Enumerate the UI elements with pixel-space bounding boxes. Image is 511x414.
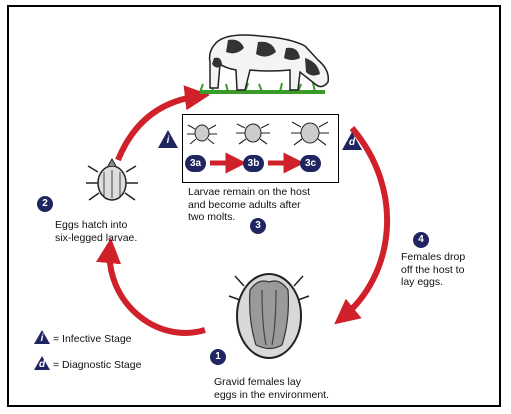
infective-stage-badge: [158, 130, 178, 148]
step-2-text: Eggs hatch into six-legged larvae.: [55, 219, 137, 244]
step-3-text: Larvae remain on the host and become adu…: [188, 186, 310, 224]
step-1-text: Gravid females lay eggs in the environme…: [214, 376, 329, 401]
arrow-environment-to-larvae: [96, 237, 206, 336]
step-4-text: Females drop off the host to lay eggs.: [401, 251, 465, 289]
gravid-female-tick-illustration: [228, 273, 310, 359]
step-3-number: 3: [250, 218, 266, 234]
legend-infective-triangle: [34, 330, 50, 344]
step-2-line-1: Eggs hatch into: [55, 219, 128, 231]
infective-badge-letter: i: [166, 135, 170, 146]
arrow-host-to-environment: [334, 126, 391, 325]
step-4-line-1: Females drop: [401, 251, 466, 263]
legend-diagnostic-triangle: [34, 356, 50, 370]
legend-infective-text: = Infective Stage: [53, 333, 132, 345]
stage-3b-label: 3b: [243, 155, 264, 172]
step-1-line-1: Gravid females lay: [214, 376, 301, 388]
step-3-line-3: two molts.: [188, 211, 236, 223]
diagnostic-badge-letter: d: [348, 137, 356, 148]
legend-diagnostic-letter: d: [38, 359, 46, 370]
host-stage-box: [182, 114, 339, 183]
step-4-number: 4: [413, 232, 429, 248]
step-3-line-2: and become adults after: [188, 198, 301, 211]
cow-host-illustration: [199, 34, 330, 94]
stage-3a-label: 3a: [185, 155, 206, 172]
step-2-number: 2: [37, 196, 53, 212]
tick-stage-3b: [236, 123, 270, 145]
arrow-larvae-to-host: [115, 85, 211, 162]
step-1-line-2: eggs in the environment.: [214, 388, 329, 401]
diagnostic-stage-badge: [342, 132, 362, 150]
step-3-line-1: Larvae remain on the host: [188, 186, 310, 198]
step-4-line-2: off the host to: [401, 263, 465, 276]
larva-tick-illustration: [86, 157, 138, 201]
stage-3c-label: 3c: [300, 155, 321, 172]
legend-infective-letter: i: [40, 333, 44, 344]
step-2-line-2: six-legged larvae.: [55, 231, 138, 244]
tick-stage-3a: [187, 124, 217, 145]
legend-diagnostic-text: = Diagnostic Stage: [53, 359, 142, 371]
tick-stage-3c: [291, 121, 329, 146]
step-1-number: 1: [210, 349, 226, 365]
step-4-line-3: lay eggs.: [401, 276, 444, 288]
